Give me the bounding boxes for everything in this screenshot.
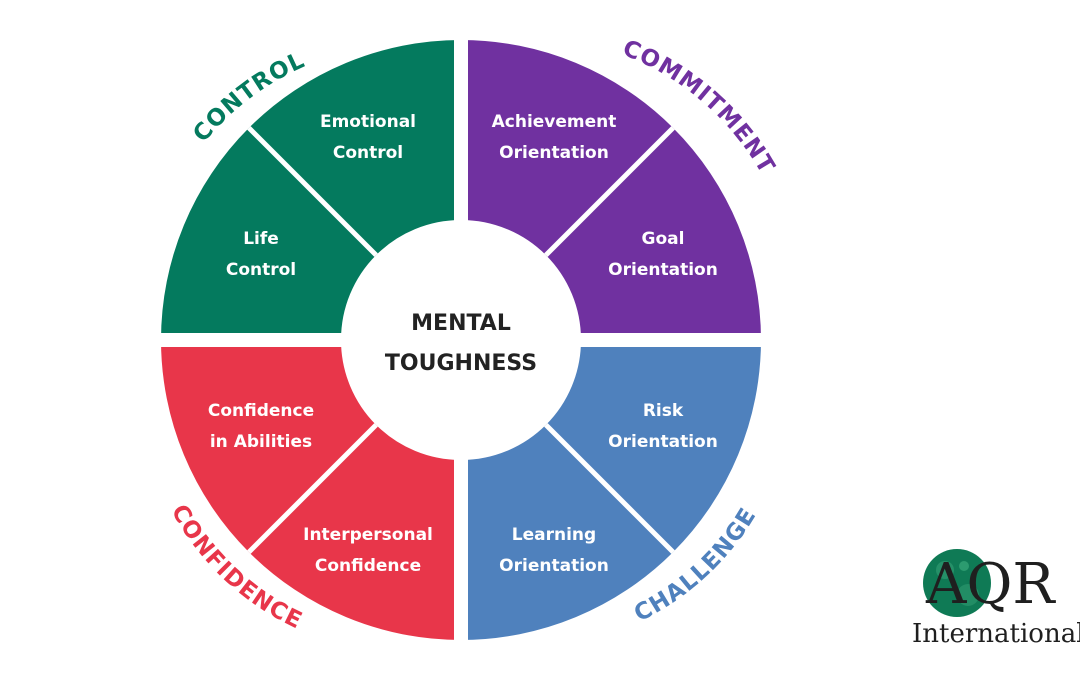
learning-orientation-line2: Orientation [499,556,609,576]
goal-orientation-line1: Goal [642,229,685,249]
confidence-in-abilities-line2: in Abilities [210,432,312,452]
confidence-in-abilities-line1: Confidence [208,401,314,421]
logo-brand-text: AQR [925,552,1056,617]
segment-risk-orientation [545,340,761,553]
segment-confidence-in-abilities [161,340,377,553]
logo-tagline: International [912,619,1080,649]
emotional-control-line1: Emotional [320,112,416,132]
segment-interpersonal-confidence [248,424,461,640]
risk-orientation-line1: Risk [643,401,684,421]
segment-learning-orientation [461,424,674,640]
interpersonal-confidence-line2: Confidence [315,556,421,576]
achievement-orientation-line1: Achievement [492,112,617,132]
achievement-orientation-line2: Orientation [499,143,609,163]
life-control-line1: Life [243,229,279,249]
emotional-control-line2: Control [333,143,403,163]
segment-life-control [161,127,377,341]
risk-orientation-line2: Orientation [608,432,718,452]
aqr-logo: AQR International [912,549,1080,649]
segment-goal-orientation [545,127,761,341]
segment-emotional-control [248,40,461,256]
center-title-line1: MENTAL [411,311,511,336]
goal-orientation-line2: Orientation [608,260,718,280]
center-hub [357,236,565,444]
interpersonal-confidence-line1: Interpersonal [303,525,433,545]
segment-achievement-orientation [461,40,674,256]
center-title-line2: TOUGHNESS [385,351,537,376]
learning-orientation-line1: Learning [512,525,596,545]
life-control-line2: Control [226,260,296,280]
